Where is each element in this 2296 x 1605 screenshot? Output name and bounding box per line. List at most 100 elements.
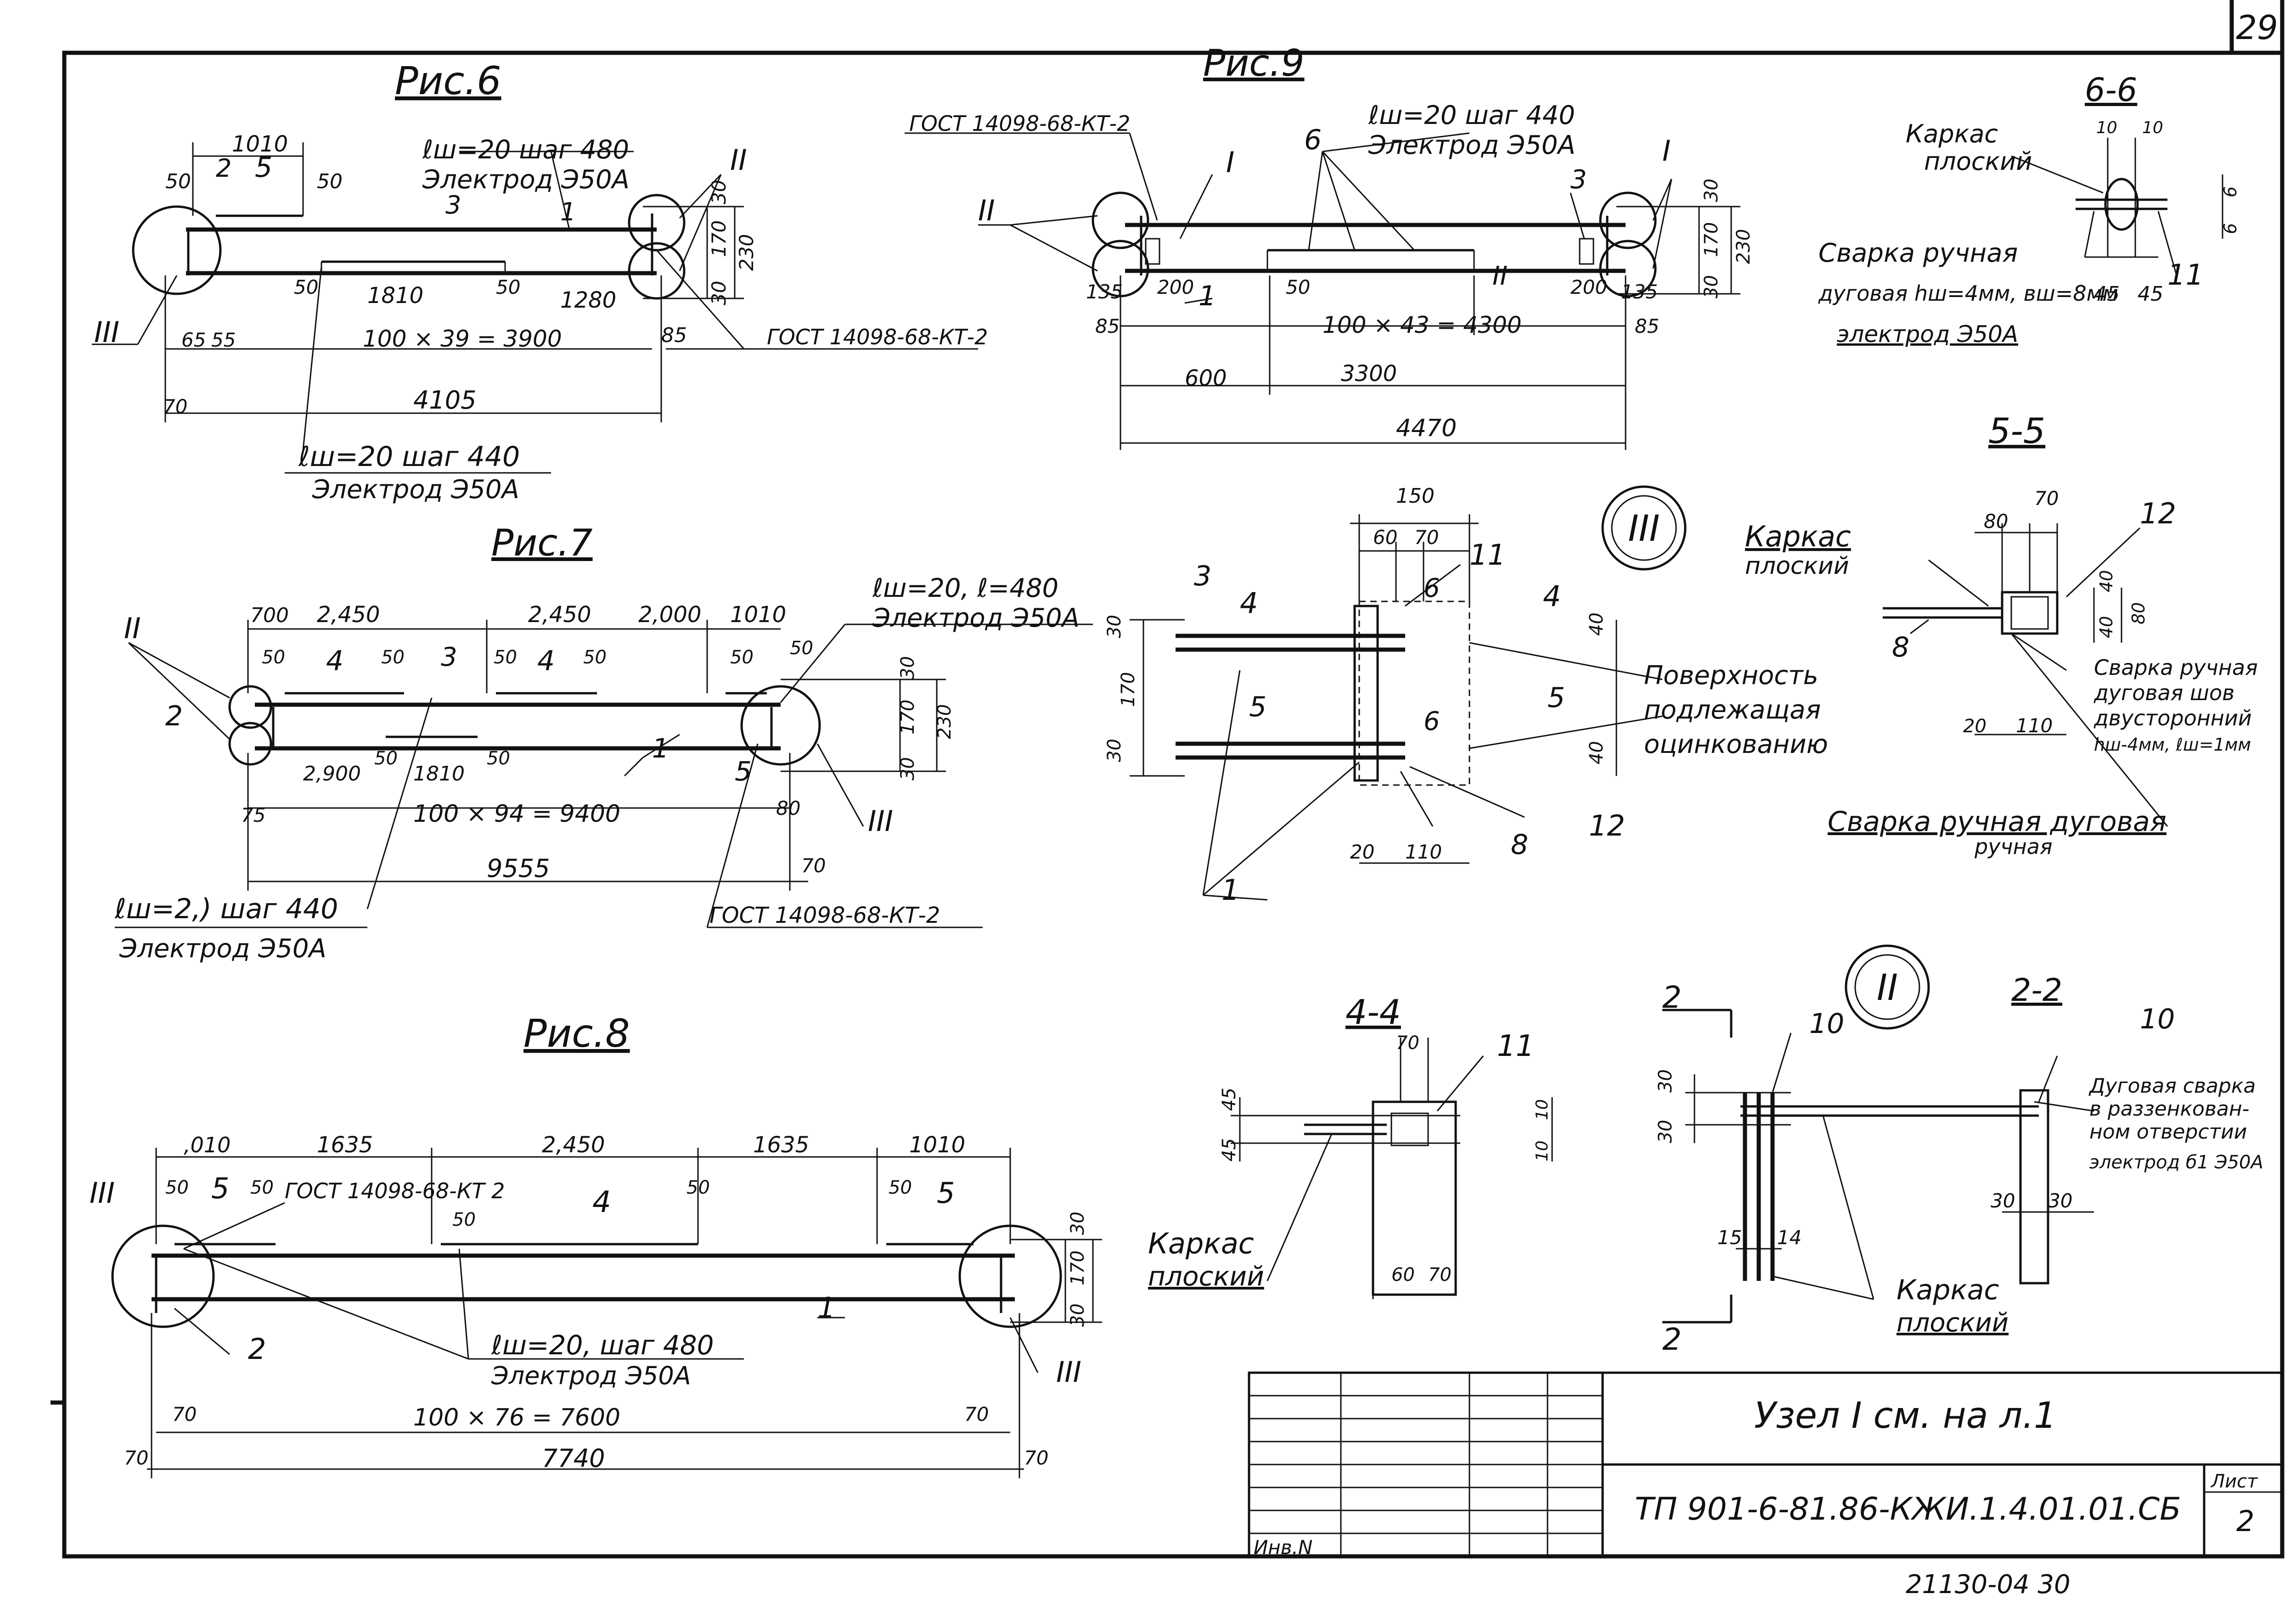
fig9-dim-170: 170 [1701, 222, 1722, 257]
node2-weld-2: в раззенкован- [2089, 1097, 2249, 1121]
figure-7: Рис.7 700 2,450 2 [114, 522, 1093, 964]
fig7-node-3: III [868, 804, 893, 838]
node2-dim-30c: 30 [1991, 1190, 2015, 1212]
sec66-dim-45b: 45 [2138, 282, 2163, 306]
fig7-dim-50c: 50 [494, 647, 517, 668]
node2-cut-b: 2 [1662, 1322, 1682, 1357]
footer-code: 21130-04 30 [1906, 1570, 2071, 1599]
fig9-node-1b: I [1662, 134, 1671, 168]
sec66-mark-11: 11 [2167, 258, 2204, 292]
sec66-karkas-2: плоский [1924, 147, 2032, 176]
sec55-dim-110: 110 [2016, 714, 2053, 737]
inventory-label: Инв.N [1254, 1536, 1312, 1559]
title-block: Инв.N ТП 901-6-81.86-КЖИ.1.4.01.01.СБ Ли… [1248, 1371, 2284, 1559]
node2-weld-4: электрод б1 Э50А [2089, 1152, 2263, 1173]
node3-dim-170: 170 [1118, 672, 1139, 707]
fig8-mark-2: 2 [248, 1332, 266, 1366]
sec55-weld-3: двусторонний [2093, 706, 2252, 730]
node3-dim-60: 60 [1373, 526, 1397, 549]
node3-mark-5b: 5 [1548, 682, 1565, 714]
fig7-dim-30b: 30 [897, 757, 918, 780]
fig9-dim-200a: 200 [1157, 276, 1194, 298]
sec55-dim-80b: 80 [2128, 602, 2149, 624]
fig7-dim-50a: 50 [262, 647, 285, 668]
fig9-dim-total: 4470 [1396, 415, 1457, 442]
fig9-weld-2: Электрод Э50А [1368, 130, 1576, 160]
node3-dim-20: 20 [1350, 841, 1374, 863]
figure-6: Рис.6 1010 [92, 58, 988, 505]
fig9-dim-135a: 135 [1086, 281, 1123, 303]
fig8-mark-4: 4 [592, 1185, 611, 1219]
node-III-detail: III 150 60 70 3 4 6 11 4 30 40 [1104, 484, 1828, 907]
figure-8: Рис.8 ,010 1635 2,450 1635 10 [90, 1011, 1102, 1478]
fig6-weld-top-2: Электрод Э50А [422, 165, 630, 195]
node2-title: 2-2 [2011, 972, 2062, 1009]
node3-dim-30a: 30 [1104, 615, 1125, 638]
sec44-karkas-2: плоский [1148, 1261, 1264, 1292]
fig9-weld-1: ℓш=20 шаг 440 [1368, 101, 1575, 130]
node3-dim-30b: 30 [1104, 739, 1125, 762]
node2-karkas-2: плоский [1896, 1308, 2009, 1338]
fig9-node-2a: II [978, 194, 995, 227]
fig7-dim-50g: 50 [374, 748, 398, 769]
node2-cut-a: 2 [1662, 980, 1682, 1015]
fig9-dim-3300: 3300 [1341, 361, 1397, 387]
fig6-dim-50d: 50 [496, 276, 520, 298]
fig6-dim-70: 70 [163, 395, 187, 418]
fig7-gost: ГОСТ 14098-68-КТ-2 [709, 903, 940, 928]
sec55-title: 5-5 [1988, 410, 2045, 451]
node3-label: III [1628, 508, 1660, 550]
fig8-dim-1010: 1010 [909, 1132, 965, 1158]
section-5-5: 5-5 Каркас плоский 80 70 12 40 80 40 8 С… [1745, 410, 2258, 859]
fig8-dim-2450: 2,450 [542, 1132, 605, 1158]
sec66-electrode: электрод Э50А [1837, 321, 2018, 348]
node3-mark-5a: 5 [1249, 691, 1266, 723]
fig7-weld-top-2: Электрод Э50А [872, 603, 1080, 633]
sec66-title: 6-6 [2085, 71, 2137, 109]
fig8-dim-mid: 100 × 76 = 7600 [413, 1404, 620, 1431]
fig8-dim-30b: 30 [1067, 1303, 1088, 1327]
fig6-dim-50b: 50 [317, 170, 343, 193]
fig8-dim-170: 170 [1067, 1251, 1088, 1285]
node2-mark-10a: 10 [1809, 1008, 1844, 1040]
fig6-dim-50c: 50 [294, 276, 318, 298]
sec55-karkas-2: плоский [1745, 552, 1849, 580]
node3-mark-12: 12 [1589, 809, 1625, 842]
fig9-dim-230: 230 [1733, 229, 1754, 264]
fig6-dim-1010: 1010 [232, 131, 288, 157]
node2-weld-1: Дуговая сварка [2088, 1074, 2256, 1098]
sec44-dim-45b: 45 [1219, 1138, 1240, 1162]
sec44-dim-60: 60 [1391, 1264, 1415, 1285]
node3-surface-3: оцинкованию [1644, 730, 1828, 759]
fig8-mark-5b: 5 [937, 1176, 955, 1210]
node2-dim-30b: 30 [1655, 1120, 1676, 1143]
node2-dim-15: 15 [1717, 1226, 1742, 1249]
fig6-dim-30b: 30 [708, 281, 730, 305]
fig9-title: Рис.9 [1203, 42, 1305, 84]
fig6-dim-50a: 50 [165, 170, 191, 193]
fig7-mark-4a: 4 [326, 645, 343, 677]
document-code: ТП 901-6-81.86-КЖИ.1.4.01.01.СБ [1635, 1491, 2181, 1527]
node3-mark-11: 11 [1469, 538, 1506, 572]
fig6-node-3: III [94, 315, 119, 349]
sec55-karkas-1: Каркас [1745, 520, 1851, 553]
fig8-node-3b: III [1056, 1355, 1081, 1389]
node3-dim-110: 110 [1405, 841, 1442, 863]
fig7-dim-mid: 100 × 94 = 9400 [413, 800, 620, 828]
fig8-dim-70b: 70 [964, 1403, 989, 1425]
fig6-dim-85: 85 [661, 324, 687, 347]
node3-dim-70: 70 [1414, 526, 1439, 549]
sec44-karkas-1: Каркас [1148, 1227, 1254, 1260]
fig6-dim-55: 55 [211, 329, 236, 351]
fig7-dim-230: 230 [934, 704, 955, 739]
sec66-weld-1: Сварка ручная [1818, 238, 2018, 268]
node2-label: II [1877, 967, 1898, 1009]
fig9-mark-1: 1 [1199, 280, 1216, 312]
node3-mark-1: 1 [1221, 873, 1239, 907]
sec66-dim-6a: 6 [2220, 186, 2240, 197]
node3-mark-8: 8 [1511, 829, 1528, 861]
sec66-karkas-1: Каркас [1906, 119, 1998, 148]
sec55-dim-70: 70 [2034, 487, 2059, 510]
fig8-dim-50e: 50 [889, 1177, 912, 1198]
